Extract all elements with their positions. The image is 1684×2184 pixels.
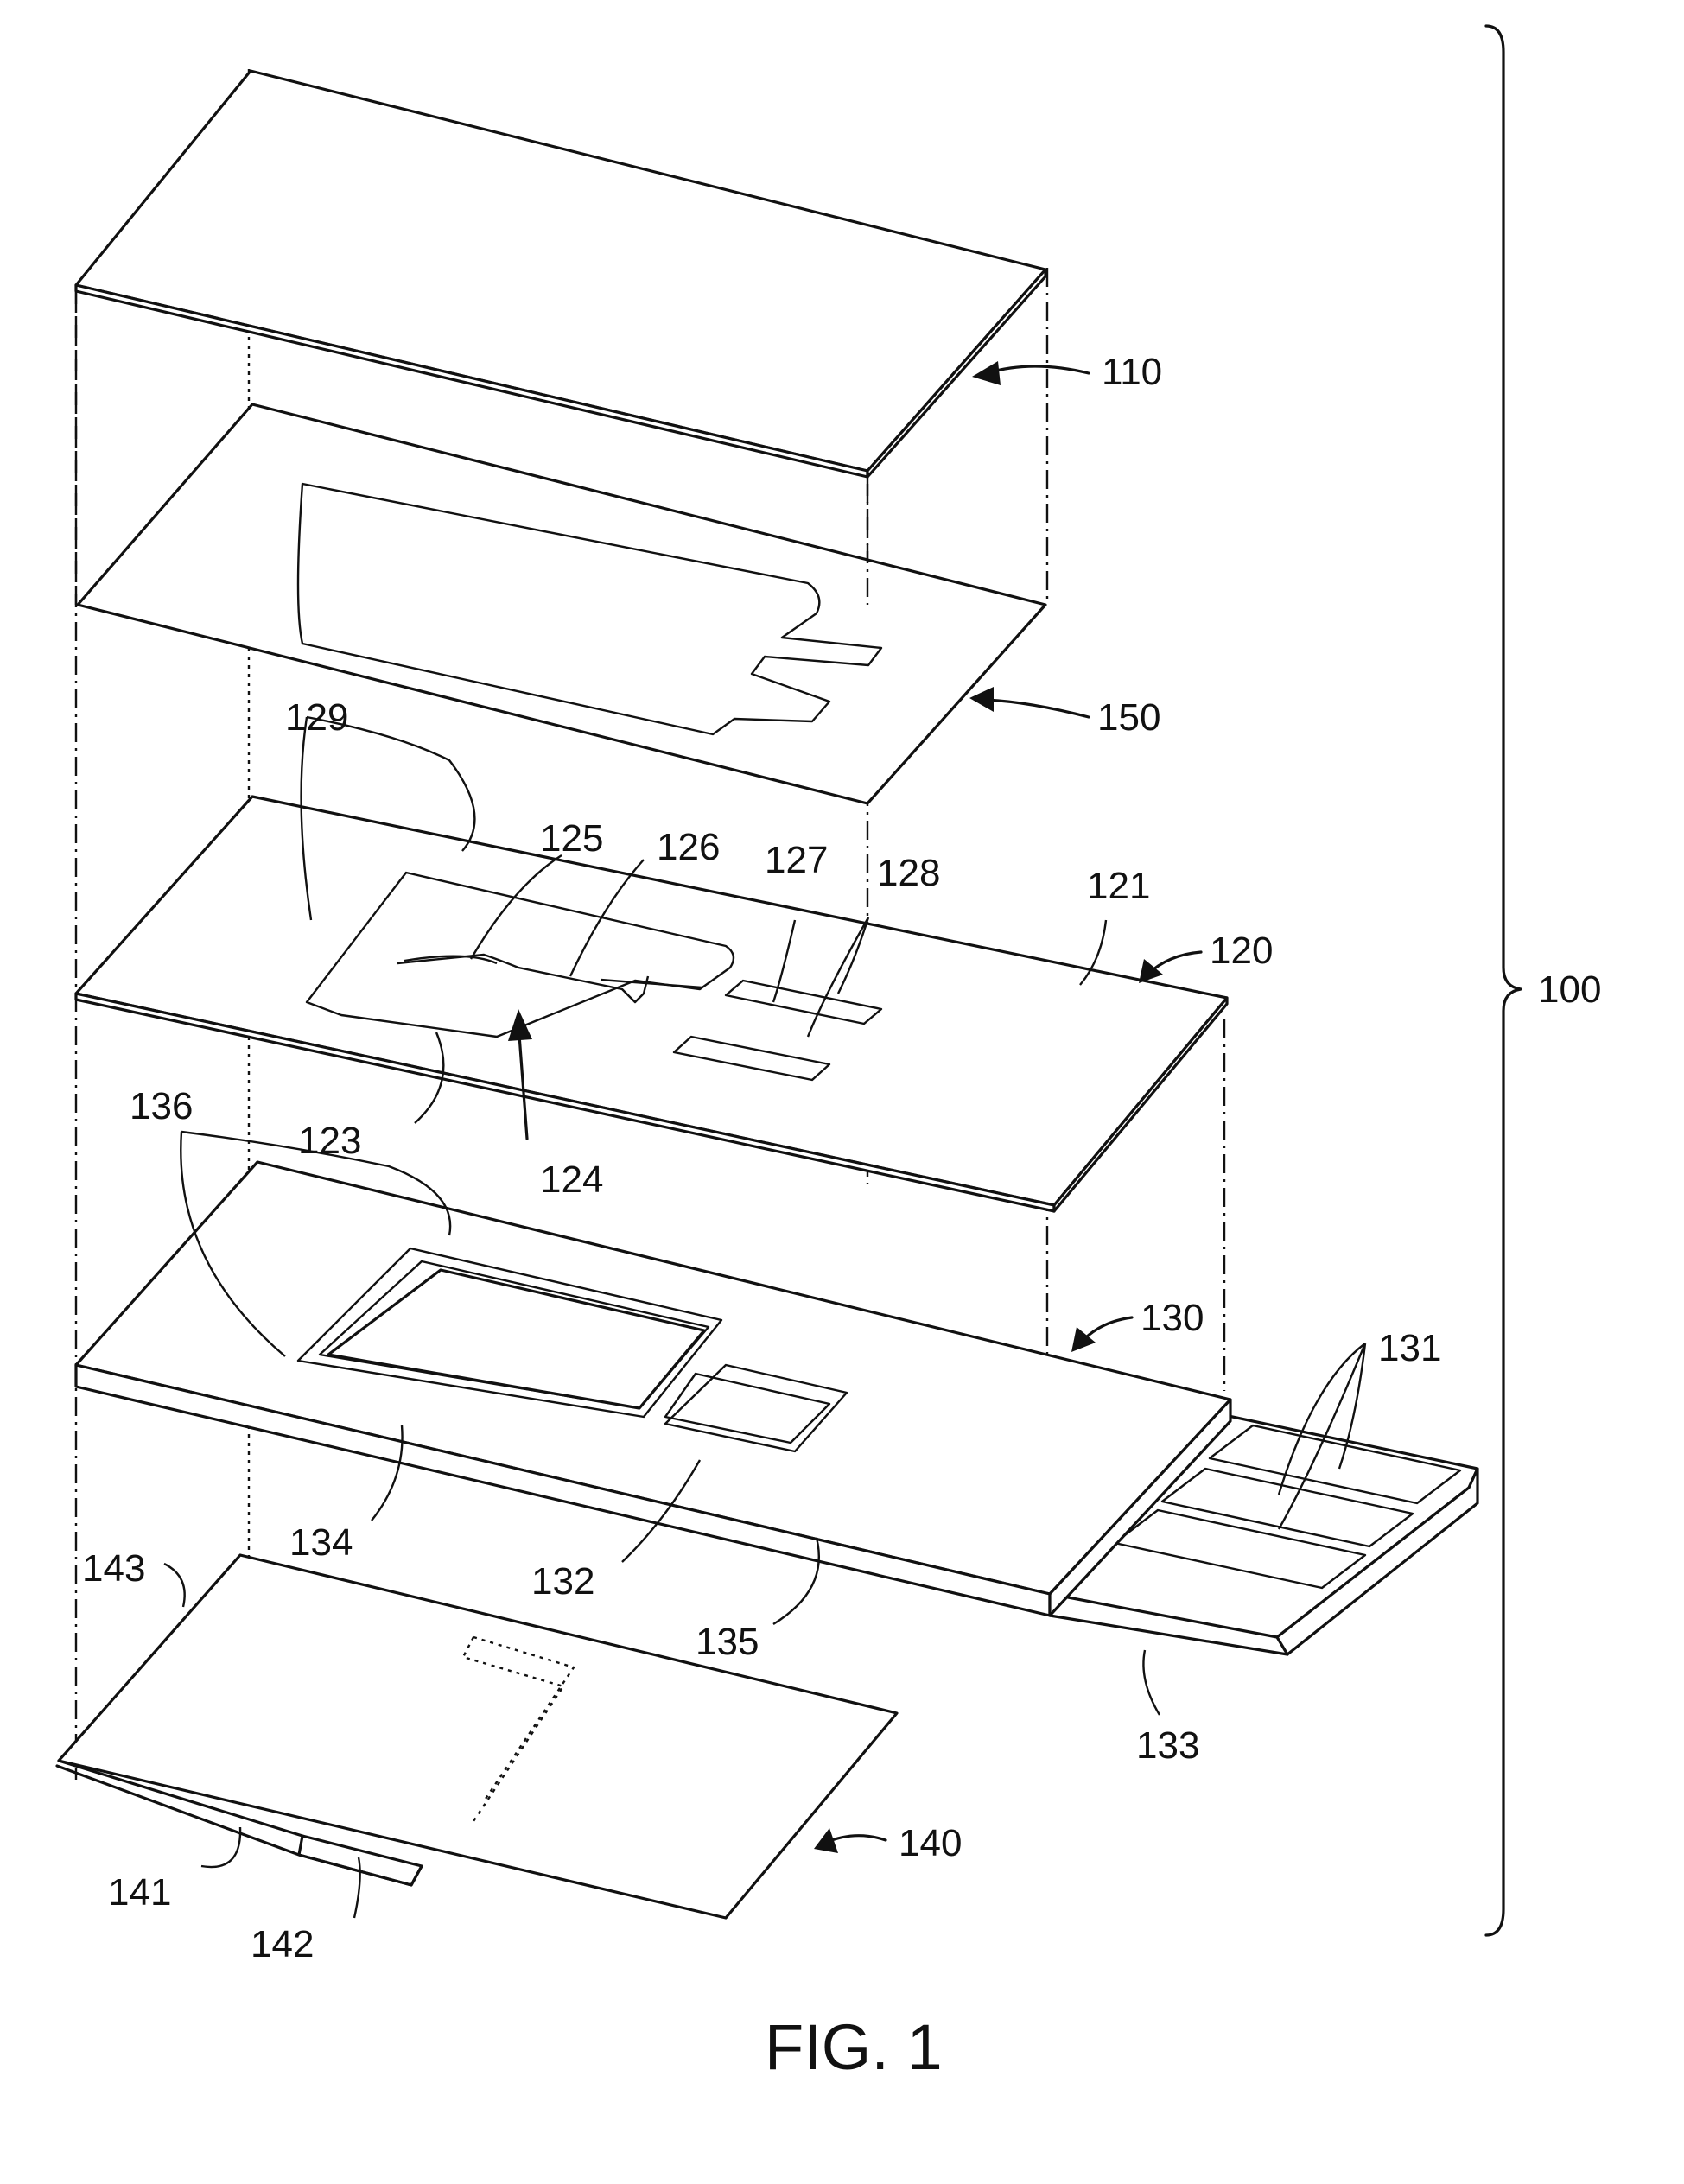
label-131: 131 bbox=[1378, 1327, 1441, 1369]
label-100: 100 bbox=[1538, 968, 1601, 1011]
label-142: 142 bbox=[251, 1923, 314, 1965]
label-125: 125 bbox=[540, 817, 603, 860]
label-141: 141 bbox=[108, 1871, 171, 1914]
label-150: 150 bbox=[1097, 696, 1160, 739]
label-140: 140 bbox=[899, 1822, 962, 1864]
label-127: 127 bbox=[765, 839, 828, 881]
label-134: 134 bbox=[289, 1521, 353, 1564]
label-121: 121 bbox=[1087, 865, 1150, 907]
label-124: 124 bbox=[540, 1159, 603, 1201]
label-129: 129 bbox=[285, 696, 348, 739]
label-136: 136 bbox=[130, 1085, 193, 1127]
label-135: 135 bbox=[696, 1621, 759, 1663]
label-132: 132 bbox=[531, 1560, 594, 1603]
label-126: 126 bbox=[657, 826, 720, 868]
label-123: 123 bbox=[298, 1120, 361, 1162]
layer-140-sheet bbox=[57, 1555, 897, 1918]
layer-150-spacer bbox=[78, 404, 1045, 803]
label-128: 128 bbox=[877, 852, 940, 894]
label-120: 120 bbox=[1210, 930, 1273, 972]
label-133: 133 bbox=[1136, 1724, 1199, 1767]
label-110: 110 bbox=[1102, 351, 1162, 393]
label-130: 130 bbox=[1141, 1297, 1204, 1339]
label-143: 143 bbox=[82, 1547, 145, 1590]
figure-caption: FIG. 1 bbox=[765, 2011, 943, 2083]
